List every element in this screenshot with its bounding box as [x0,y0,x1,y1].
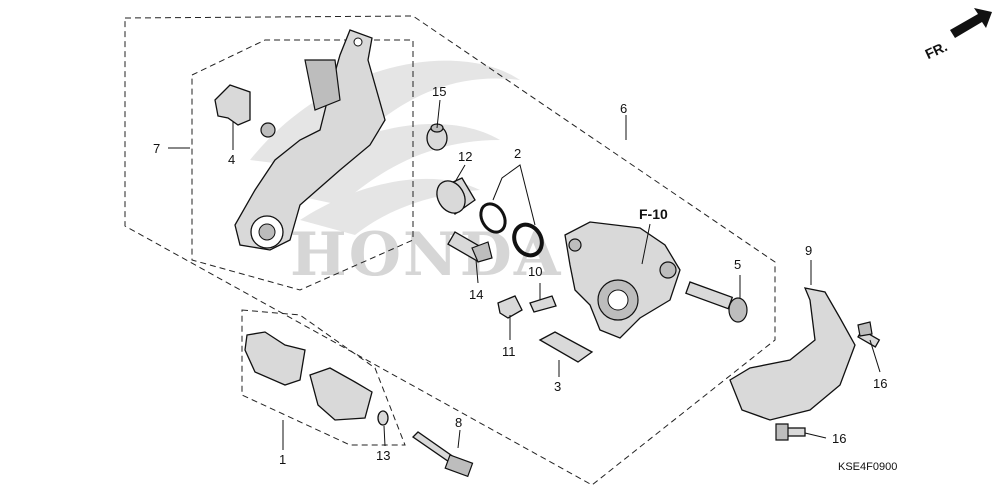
piston-seal [479,202,507,234]
callout-11: 11 [502,344,516,359]
pad-pin [411,431,474,478]
callout-15: 15 [432,84,446,99]
slide-pin [447,231,493,263]
pin-bolt [685,281,748,323]
pad-spring-clip [214,84,251,126]
caliper-body [564,221,681,339]
dust-seal [512,222,544,258]
caliper-bracket [234,29,386,251]
callout-10: 10 [528,264,542,279]
callout-5: 5 [734,257,741,272]
bleeder-valve [529,295,557,313]
callout-1: 1 [279,452,286,467]
callout-16-lower: 16 [832,431,846,446]
callout-4: 4 [228,152,235,167]
callout-14: 14 [469,287,483,302]
diagram-code: KSE4F0900 [838,461,897,473]
leader-lines [168,99,881,450]
pad-pin-washer [377,410,389,426]
bleeder-cap [497,295,523,319]
callout-2: 2 [514,146,521,161]
pad-retainer [538,331,594,363]
caliper-assembly-outline [124,15,776,486]
callout-13: 13 [376,448,390,463]
callout-9: 9 [805,243,812,258]
bracket-assembly-outline [191,39,414,291]
callout-7: 7 [153,141,160,156]
caliper-piston [436,177,476,215]
frame-reference-arrow [641,223,651,265]
callout-8: 8 [455,415,462,430]
brake-pad-outer [309,367,373,421]
front-direction-arrow: FR. [922,8,992,62]
flange-bolt [775,423,806,441]
honda-watermark: HONDA [290,220,562,290]
frame-reference-label: F-10 [639,206,668,222]
callout-16-upper: 16 [873,376,887,391]
flange-bolt [857,321,881,348]
brake-pad-inner [244,331,306,386]
callout-6: 6 [620,101,627,116]
callout-3: 3 [554,379,561,394]
pad-set-outline [241,309,406,446]
front-marker-label: FR. [922,38,949,62]
callout-12: 12 [458,149,472,164]
caliper-guard [729,287,856,421]
